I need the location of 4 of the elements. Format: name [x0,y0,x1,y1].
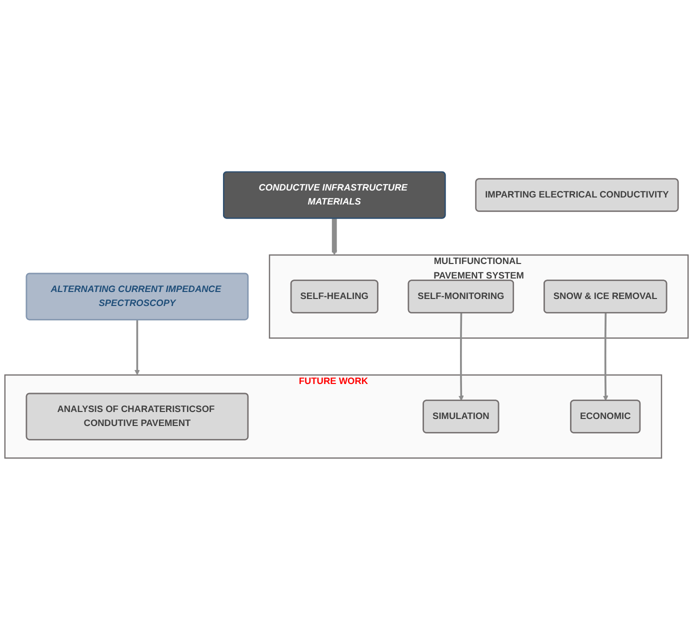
arrow [458,313,464,401]
arrow [134,320,140,376]
arrow [332,218,338,256]
arrow [602,312,608,401]
